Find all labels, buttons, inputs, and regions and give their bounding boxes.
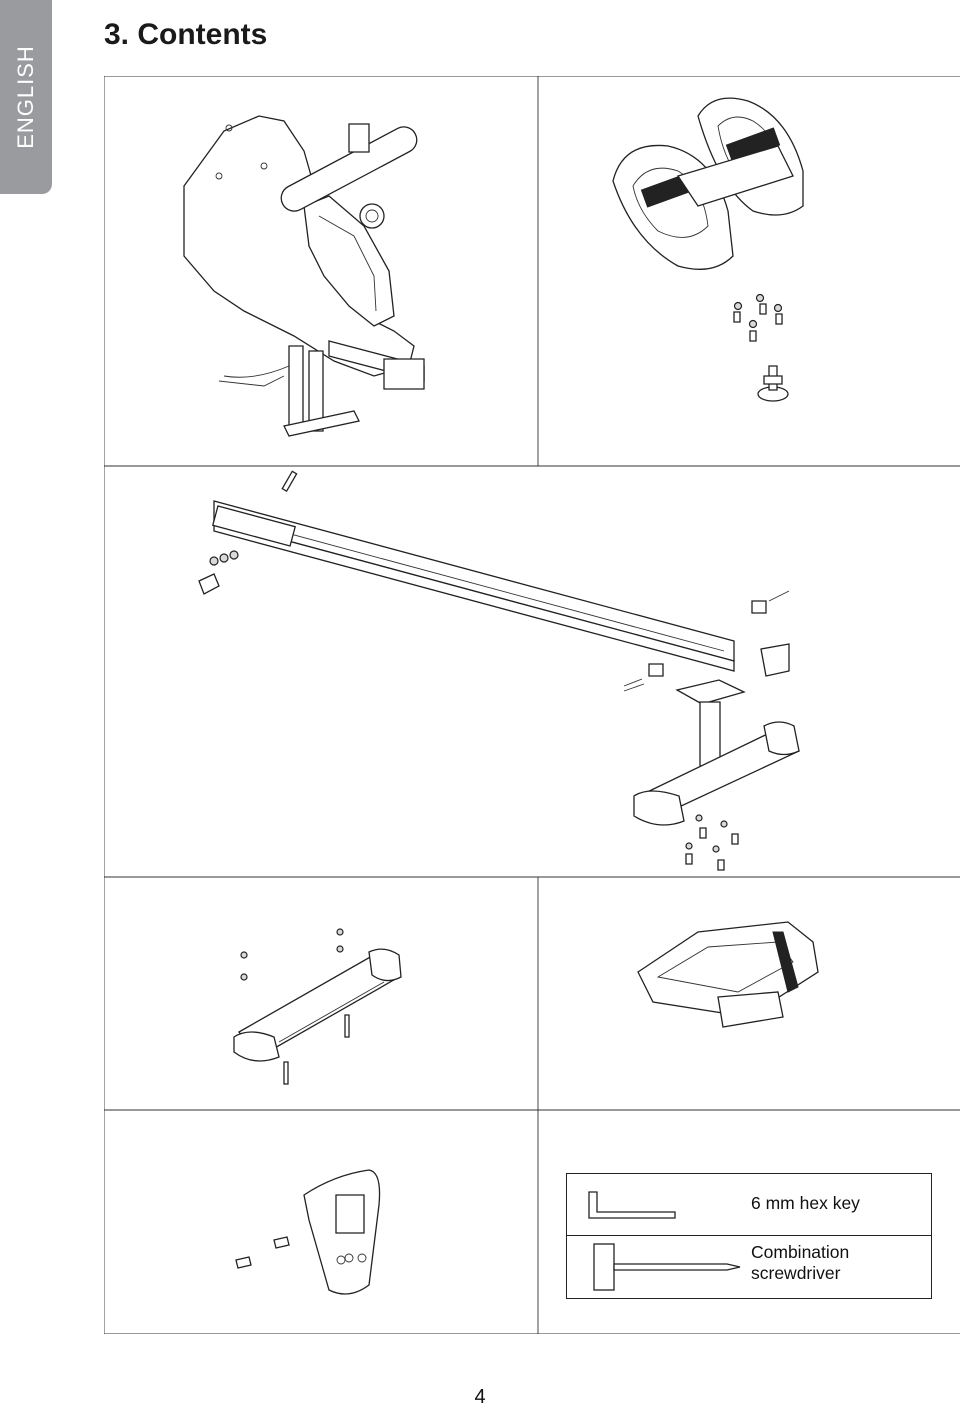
- footrests-drawing: [538, 76, 960, 466]
- language-tab: ENGLISH: [0, 0, 52, 194]
- tools-table: 6 mm hex key Combination screwdriver: [566, 1173, 932, 1299]
- page-title: 3. Contents: [104, 18, 268, 51]
- language-tab-label: ENGLISH: [13, 45, 38, 149]
- part-seat: [538, 877, 960, 1110]
- front-stabilizer-drawing: [104, 877, 538, 1110]
- rail-drawing: [104, 466, 960, 877]
- page-number: 4: [474, 1386, 486, 1408]
- console-drawing: [104, 1110, 538, 1334]
- part-front-stabilizer: [104, 877, 538, 1110]
- part-console: [104, 1110, 538, 1334]
- part-rail: [104, 466, 960, 877]
- main-unit-drawing: [104, 76, 538, 466]
- part-footrests: [538, 76, 960, 466]
- part-main-unit: [104, 76, 538, 466]
- hex-key-icon: [588, 1191, 676, 1219]
- tool-row-hex-key: 6 mm hex key: [567, 1174, 931, 1236]
- tool-row-screwdriver: Combination screwdriver: [567, 1236, 931, 1298]
- hex-key-label: 6 mm hex key: [751, 1193, 860, 1213]
- seat-drawing: [538, 877, 960, 1110]
- screwdriver-icon: [593, 1243, 741, 1291]
- contents-grid: [104, 76, 960, 1334]
- screwdriver-label: Combination screwdriver: [751, 1242, 850, 1283]
- grid-lines: [104, 76, 960, 1334]
